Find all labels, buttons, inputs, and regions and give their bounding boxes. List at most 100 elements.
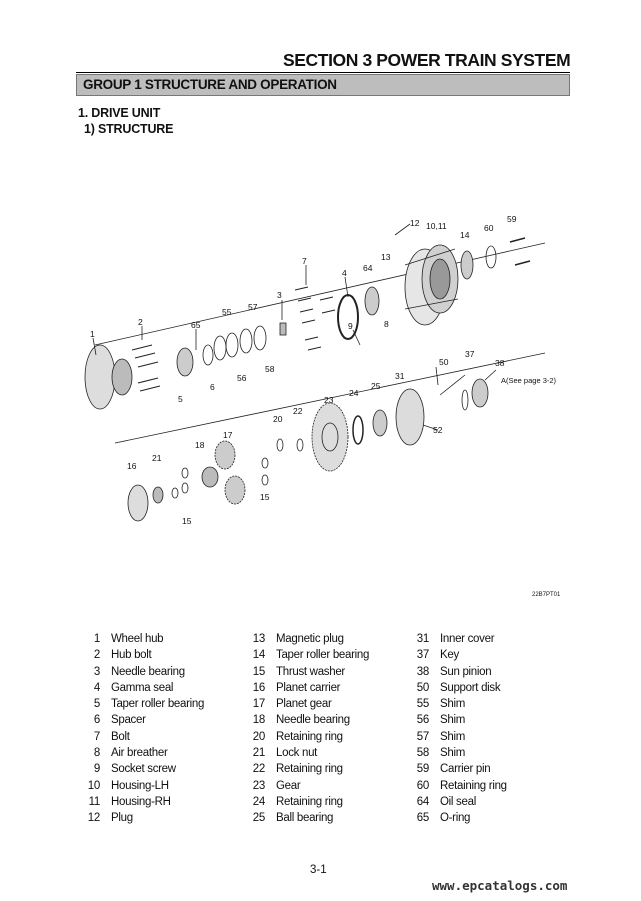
- part-name: Retaining ring: [276, 730, 343, 743]
- part-number: 59: [416, 763, 430, 776]
- callout: 60: [484, 223, 494, 233]
- callout: 58: [265, 364, 275, 374]
- part-number: 22: [252, 763, 266, 776]
- callout: 3: [277, 290, 282, 300]
- part-name: Gamma seal: [111, 681, 174, 694]
- part-name: Shim: [440, 747, 466, 760]
- callout: 9: [348, 321, 353, 331]
- part-number: 20: [252, 730, 266, 743]
- callout: 38: [495, 358, 505, 368]
- part-row: 15 Thrust washer: [241, 666, 369, 682]
- part-number: 25: [252, 812, 266, 825]
- part-row: 60 Retaining ring: [405, 780, 507, 796]
- page-number: 3-1: [310, 864, 327, 876]
- callout: 4: [342, 268, 347, 278]
- part-name: Retaining ring: [440, 779, 507, 792]
- callout: 16: [127, 461, 137, 471]
- drive-unit-heading: 1. DRIVE UNIT: [78, 106, 161, 120]
- callout: 23: [324, 395, 334, 405]
- part-number: 64: [416, 795, 430, 808]
- callout: 22: [293, 406, 303, 416]
- part-name: Wheel hub: [111, 633, 164, 645]
- callout: 57: [248, 302, 258, 312]
- callout: 52: [433, 425, 443, 435]
- part-number: 8: [93, 747, 100, 760]
- part-row: 22 Retaining ring: [241, 763, 369, 779]
- callout: 13: [381, 252, 391, 262]
- callout: 21: [152, 453, 162, 463]
- part-number: 57: [416, 730, 430, 743]
- callout: 24: [349, 388, 359, 398]
- part-name: Housing-RH: [111, 795, 171, 808]
- part-number: 12: [87, 812, 101, 825]
- part-name: Thrust washer: [276, 665, 345, 678]
- part-number: 7: [93, 730, 100, 743]
- part-number: 15: [252, 665, 266, 678]
- callout: 31: [395, 371, 405, 381]
- part-number: 1: [93, 633, 100, 645]
- part-name: Bolt: [111, 730, 130, 743]
- part-name: Socket screw: [111, 763, 176, 776]
- callout: 64: [363, 263, 373, 273]
- diagram-callouts: 1 2 3 4 5 6 7 8 9 10,11 12 13 14 15 15 1…: [90, 214, 557, 526]
- part-name: Hub bolt: [111, 649, 152, 662]
- callout: 18: [195, 440, 205, 450]
- part-name: Spacer: [111, 714, 146, 727]
- part-number: 3: [93, 665, 100, 678]
- group-title-bar: GROUP 1 STRUCTURE AND OPERATION: [76, 74, 570, 96]
- part-row: 7 Bolt: [76, 731, 204, 747]
- callout: 56: [237, 373, 247, 383]
- diagram-code: 22B7PT01: [532, 592, 561, 598]
- part-name: Planet gear: [276, 698, 332, 711]
- part-name: Key: [440, 649, 459, 662]
- housing-shape: [404, 244, 459, 326]
- part-name: Air breather: [111, 747, 168, 760]
- part-name: Support disk: [440, 681, 501, 694]
- part-name: Planet carrier: [276, 681, 341, 694]
- callout: 10,11: [426, 221, 447, 231]
- part-number: 18: [252, 714, 266, 727]
- part-name: Housing-LH: [111, 779, 169, 792]
- part-row: 10 Housing-LH: [76, 780, 204, 796]
- part-name: Magnetic plug: [276, 633, 344, 645]
- callout: 5: [178, 394, 183, 404]
- part-number: 23: [252, 779, 266, 792]
- part-number: 37: [416, 649, 430, 662]
- wheel-hub-shape: [84, 344, 116, 410]
- section-title: SECTION 3 POWER TRAIN SYSTEM: [283, 50, 571, 70]
- callout: 55: [222, 307, 232, 317]
- callout: 15: [182, 516, 192, 526]
- part-name: Ball bearing: [276, 812, 334, 825]
- structure-heading: 1) STRUCTURE: [84, 122, 174, 136]
- part-number: 10: [87, 779, 101, 792]
- part-name: Taper roller bearing: [111, 698, 205, 711]
- callout: 6: [210, 382, 215, 392]
- part-name: Needle bearing: [111, 665, 185, 678]
- part-row: 3 Needle bearing: [76, 666, 204, 682]
- part-number: 24: [252, 795, 266, 808]
- axis-line-upper: [94, 242, 546, 346]
- see-page-note: A(See page 3-2): [501, 376, 557, 385]
- part-number: 60: [416, 779, 430, 792]
- part-name: Retaining ring: [276, 763, 343, 776]
